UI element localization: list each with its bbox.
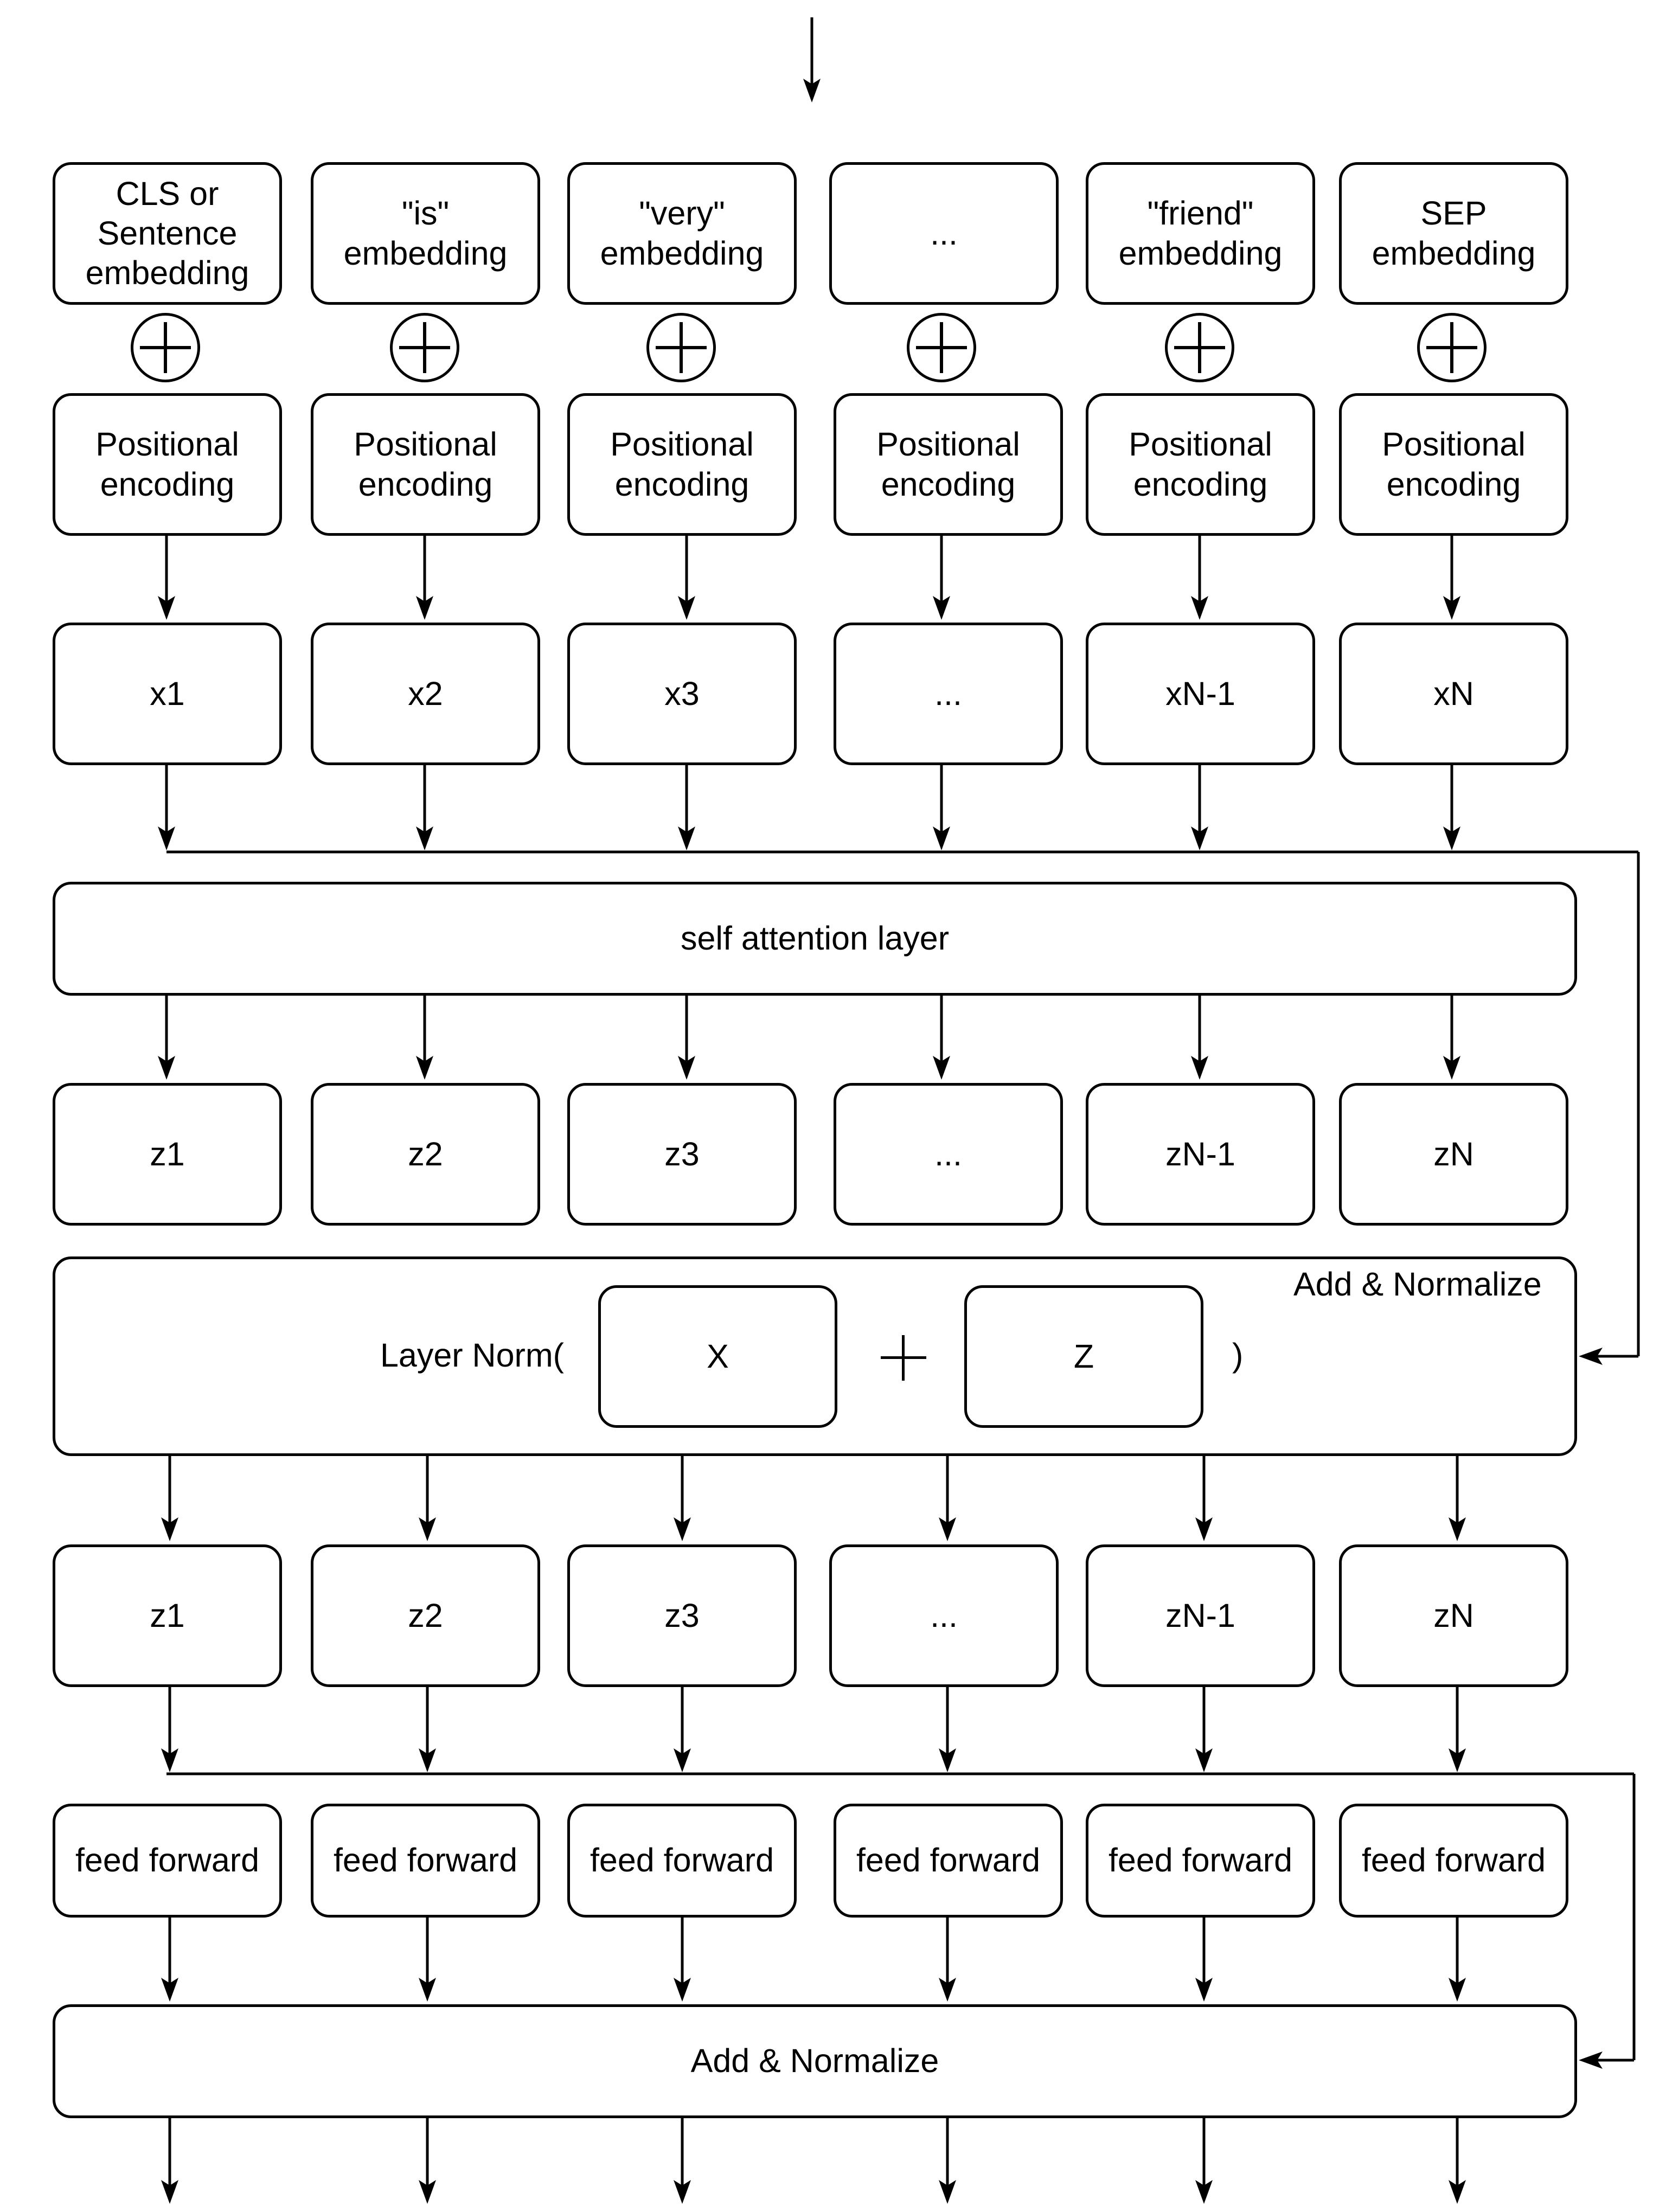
positional-encoding-box-3: Positional encoding: [567, 393, 797, 536]
arrow-down-icon: [416, 1056, 433, 1080]
arrow-down-icon: [674, 1517, 691, 1541]
feed-forward-box-2: feed forward: [311, 1804, 540, 1918]
add-operator-icon: [131, 313, 200, 382]
positional-encoding-box-4: Positional encoding: [834, 393, 1063, 536]
arrow-down-icon: [1449, 1517, 1466, 1541]
feed-forward-box-5: feed forward: [1086, 1804, 1315, 1918]
layer-norm-suffix: ): [1232, 1337, 1244, 1374]
embedding-box-5: "friend" embedding: [1086, 162, 1315, 305]
arrow-down-icon: [1449, 1978, 1466, 2002]
arrow-down-icon: [933, 596, 950, 620]
arrow-down-icon: [933, 826, 950, 850]
arrow-down-icon: [1195, 1978, 1213, 2002]
x-token-box-4: ...: [834, 623, 1063, 765]
add-normalize-block-2: Add & Normalize: [53, 2004, 1577, 2118]
z-token-box-2: z2: [311, 1083, 540, 1226]
arrow-down-icon: [161, 1748, 178, 1772]
arrow-down-icon: [1449, 2180, 1466, 2204]
arrow-down-icon: [1443, 596, 1460, 620]
z-token-2-box-5: zN-1: [1086, 1544, 1315, 1687]
arrow-down-icon: [674, 1748, 691, 1772]
embedding-box-2: "is" embedding: [311, 162, 540, 305]
layer-norm-prefix: Layer Norm(: [380, 1337, 564, 1374]
arrow-down-icon: [416, 826, 433, 850]
z-token-box-3: z3: [567, 1083, 797, 1226]
embedding-box-3: "very" embedding: [567, 162, 797, 305]
add-operator-icon: [1417, 313, 1487, 382]
arrow-down-icon: [674, 2180, 691, 2204]
arrow-down-icon: [939, 1748, 956, 1772]
x-token-box-5: xN-1: [1086, 623, 1315, 765]
x-token-box-2: x2: [311, 623, 540, 765]
arrow-down-icon: [1195, 2180, 1213, 2204]
arrowhead-group: [158, 79, 1603, 2204]
add-operator-icon: [907, 313, 976, 382]
add-operator-icon: [1165, 313, 1234, 382]
arrow-down-icon: [1443, 826, 1460, 850]
arrow-down-icon: [161, 1517, 178, 1541]
z-token-2-box-2: z2: [311, 1544, 540, 1687]
feed-forward-box-6: feed forward: [1339, 1804, 1568, 1918]
arrow-down-icon: [1191, 1056, 1208, 1080]
arrow-down-icon: [678, 826, 695, 850]
x-token-box-1: x1: [53, 623, 282, 765]
arrow-down-icon: [1195, 1517, 1213, 1541]
arrow-down-icon: [1443, 1056, 1460, 1080]
z-token-2-box-3: z3: [567, 1544, 797, 1687]
positional-encoding-box-5: Positional encoding: [1086, 393, 1315, 536]
z-token-2-box-1: z1: [53, 1544, 282, 1687]
arrow-down-icon: [1191, 596, 1208, 620]
residual-x-box: X: [598, 1285, 837, 1428]
embedding-box-6: SEP embedding: [1339, 162, 1568, 305]
arrow-down-icon: [158, 826, 175, 850]
feed-forward-box-3: feed forward: [567, 1804, 797, 1918]
residual-z-box: Z: [964, 1285, 1203, 1428]
x-token-box-6: xN: [1339, 623, 1568, 765]
z-token-box-4: ...: [834, 1083, 1063, 1226]
arrow-down-icon: [161, 2180, 178, 2204]
arrow-down-icon: [678, 596, 695, 620]
arrow-down-icon: [161, 1978, 178, 2002]
positional-encoding-box-1: Positional encoding: [53, 393, 282, 536]
plus-icon: [881, 1335, 926, 1381]
embedding-box-1: CLS or Sentence embedding: [53, 162, 282, 305]
z-token-box-1: z1: [53, 1083, 282, 1226]
x-token-box-3: x3: [567, 623, 797, 765]
arrow-down-icon: [158, 1056, 175, 1080]
arrow-down-icon: [158, 596, 175, 620]
positional-encoding-box-6: Positional encoding: [1339, 393, 1568, 536]
arrow-down-icon: [1191, 826, 1208, 850]
arrow-down-icon: [419, 1517, 436, 1541]
arrow-group: [165, 17, 1640, 2195]
arrow-left-icon: [1579, 2051, 1603, 2069]
feed-forward-box-4: feed forward: [834, 1804, 1063, 1918]
z-token-box-6: zN: [1339, 1083, 1568, 1226]
arrow-down-icon: [933, 1056, 950, 1080]
arrow-down-icon: [939, 2180, 956, 2204]
add-operator-icon: [646, 313, 716, 382]
arrow-down-icon: [419, 1978, 436, 2002]
positional-encoding-box-2: Positional encoding: [311, 393, 540, 536]
add-normalize-title: Add & Normalize: [1293, 1266, 1542, 1303]
arrow-down-icon: [419, 1748, 436, 1772]
arrow-down-icon: [419, 2180, 436, 2204]
self-attention-layer: self attention layer: [53, 882, 1577, 996]
feed-forward-box-1: feed forward: [53, 1804, 282, 1918]
arrow-down-icon: [416, 596, 433, 620]
arrow-down-icon: [1449, 1748, 1466, 1772]
z-token-2-box-4: ...: [829, 1544, 1059, 1687]
z-token-box-5: zN-1: [1086, 1083, 1315, 1226]
arrow-down-icon: [1195, 1748, 1213, 1772]
arrow-down-icon: [678, 1056, 695, 1080]
add-operator-icon: [390, 313, 459, 382]
arrow-left-icon: [1579, 1348, 1603, 1365]
embedding-box-4: ...: [829, 162, 1059, 305]
arrow-down-icon: [674, 1978, 691, 2002]
z-token-2-box-6: zN: [1339, 1544, 1568, 1687]
arrow-down-icon: [803, 79, 821, 102]
arrow-down-icon: [939, 1517, 956, 1541]
arrow-down-icon: [939, 1978, 956, 2002]
